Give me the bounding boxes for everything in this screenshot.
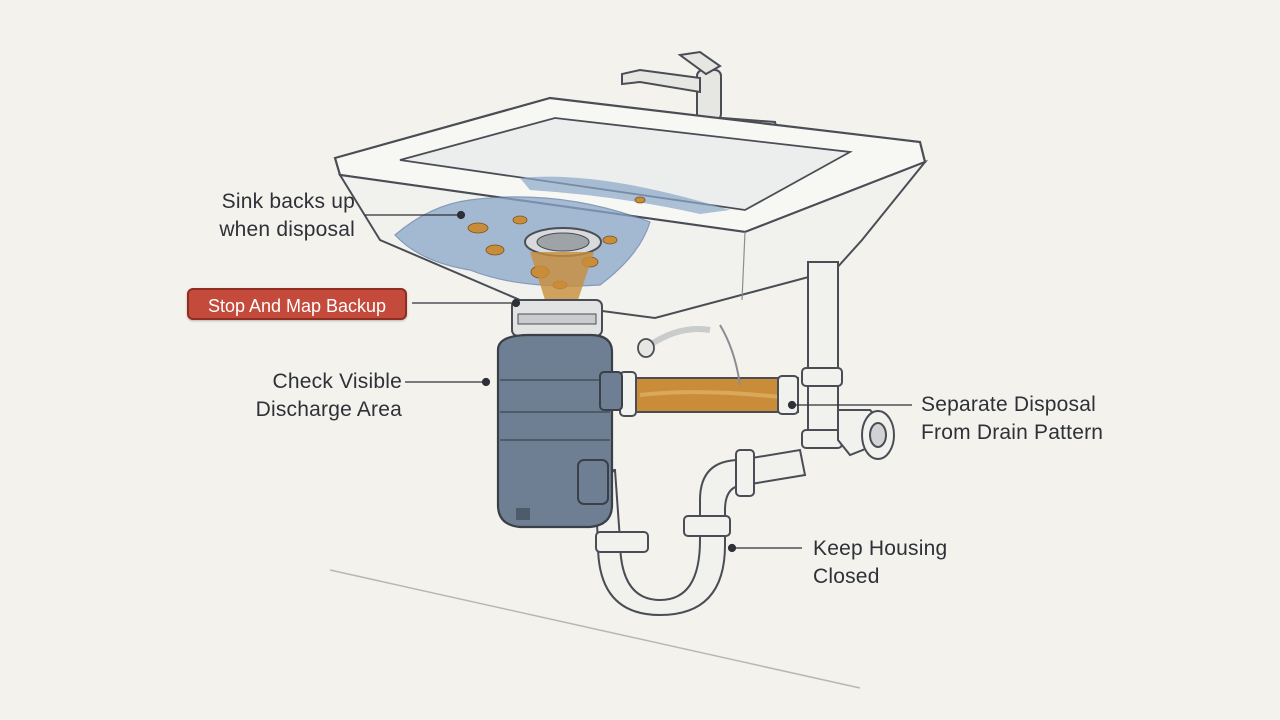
callout-dot xyxy=(456,210,466,220)
dishwasher-inlet xyxy=(637,324,741,386)
callout-text: when disposal xyxy=(219,218,355,241)
callout-dot xyxy=(481,377,491,387)
callout-check-discharge: Check Visible Discharge Area xyxy=(230,368,402,424)
callout-sink-backup: Sink backs up when disposal xyxy=(190,188,355,244)
leader-lines xyxy=(365,210,912,553)
callout-text: Discharge Area xyxy=(255,398,402,421)
callout-text: Check Visible xyxy=(272,370,402,393)
callout-keep-housing: Keep Housing Closed xyxy=(813,535,947,591)
callout-separate-disposal: Separate Disposal From Drain Pattern xyxy=(921,391,1103,447)
drain-tailpiece xyxy=(801,261,843,449)
callout-dot xyxy=(727,543,737,553)
wall-drain-pipe xyxy=(837,409,895,460)
callout-stop-map-backup[interactable]: Stop And Map Backup xyxy=(187,288,407,320)
callout-dot xyxy=(511,298,521,308)
callout-text: Keep Housing xyxy=(813,537,948,560)
p-trap xyxy=(579,448,807,617)
callout-text: From Drain Pattern xyxy=(921,421,1104,444)
sink-basin xyxy=(333,96,929,320)
callout-text: Closed xyxy=(813,565,880,588)
callout-text: Sink backs up xyxy=(221,190,355,213)
callout-text: Separate Disposal xyxy=(921,393,1096,416)
callout-dot xyxy=(787,400,797,410)
discharge-tube xyxy=(619,371,799,417)
floor-line xyxy=(329,569,861,689)
garbage-disposal xyxy=(496,299,623,529)
